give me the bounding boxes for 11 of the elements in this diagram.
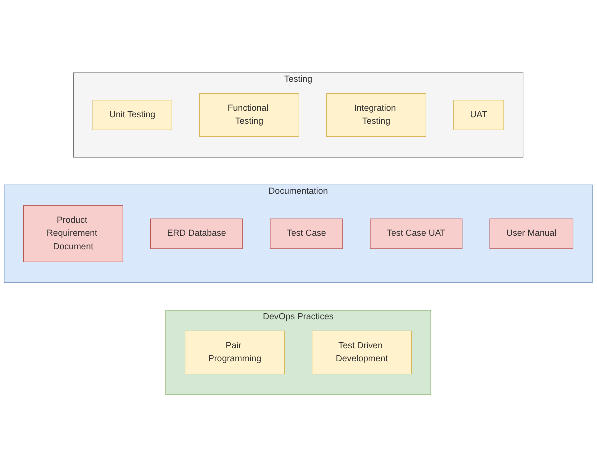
node-box: ERD Database [150,218,244,250]
node-box: UAT [454,100,504,130]
node-box: Pair Programming [185,330,285,375]
node-box: Product Requirement Document [23,206,124,262]
node-box: Test Case UAT [370,218,463,250]
node-box: Functional Testing [200,93,300,138]
node-box: Unit Testing [92,100,172,130]
node-box: Integration Testing [326,93,426,138]
node-box: Test Case [270,218,344,250]
node-box: User Manual [490,218,574,250]
node-box: Test Driven Development [312,330,412,375]
